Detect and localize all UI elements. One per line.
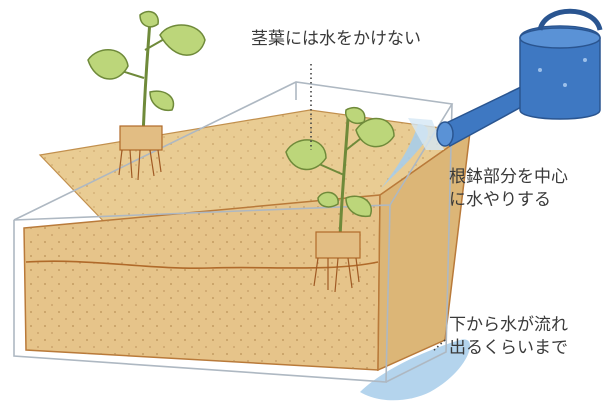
label-water-root-ball-line-2: に水やりする — [449, 190, 551, 210]
watering-can-icon — [436, 8, 603, 148]
label-water-root-ball-line-1: 根鉢部分を中心 — [449, 167, 568, 187]
seedling-left-icon — [87, 10, 206, 181]
label-until-drains-line-1: 下から水が流れ — [449, 315, 568, 335]
label-water-root-ball: 根鉢部分を中心 に水やりする — [449, 166, 568, 212]
soil-layer-line — [25, 260, 379, 270]
leader-lines — [310, 64, 446, 353]
label-no-water-on-leaves: 茎葉には水をかけない — [251, 29, 421, 49]
seedling-right-icon — [285, 106, 395, 293]
water-stream — [380, 124, 428, 190]
label-until-drains: 下から水が流れ 出るくらいまで — [449, 314, 568, 360]
label-until-drains-line-2: 出るくらいまで — [449, 338, 568, 358]
leader-line-drain — [431, 339, 446, 353]
glass-box — [13, 81, 454, 383]
